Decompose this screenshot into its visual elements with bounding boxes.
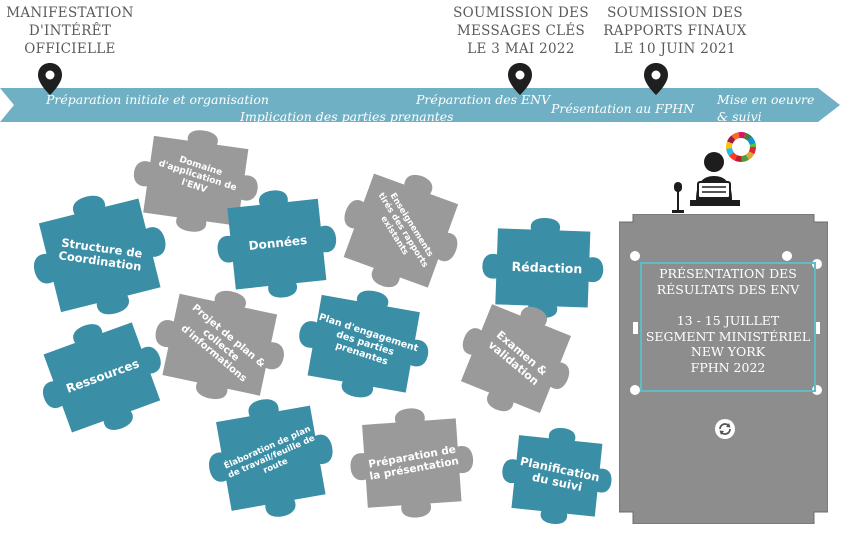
phase-initial-preparation: Préparation initiale et organisation	[46, 92, 269, 107]
phase-implementation: Mise en oeuvre	[717, 92, 815, 107]
refresh-icon	[715, 419, 735, 439]
timeline-arrow	[0, 88, 840, 122]
puzzle-piece-planification: Planification du suivi	[495, 418, 621, 534]
phase-followup: & suivi	[717, 109, 762, 124]
podium-panel	[619, 214, 828, 524]
speaker-at-lectern-icon	[672, 152, 740, 213]
location-pin-icon	[38, 63, 62, 95]
puzzle-piece-preparation: Préparation de la présentation	[344, 400, 482, 527]
milestone-final-reports: SOUMISSION DES RAPPORTS FINAUX LE 10 JUI…	[603, 5, 747, 57]
location-pin-icon	[508, 63, 532, 95]
milestone-official-interest: MANIFESTATION D'INTÉRÊT OFFICIELLE	[6, 5, 134, 57]
presentation-box: PRÉSENTATION DES RÉSULTATS DES ENV 13 - …	[640, 262, 816, 392]
milestone-key-messages: SOUMISSION DES MESSAGES CLÉS LE 3 MAI 20…	[453, 5, 589, 57]
location-pin-icon	[644, 63, 668, 95]
phase-stakeholder-involvement: Implication des parties prenantes	[240, 109, 454, 124]
phase-fphn-presentation: Présentation au FPHN	[551, 101, 695, 116]
phase-env-preparation: Préparation des ENV	[416, 92, 551, 107]
sdg-wheel-icon	[726, 132, 756, 162]
puzzle-piece-elaboration: Élaboration de plan de travail/feuille d…	[196, 384, 348, 533]
